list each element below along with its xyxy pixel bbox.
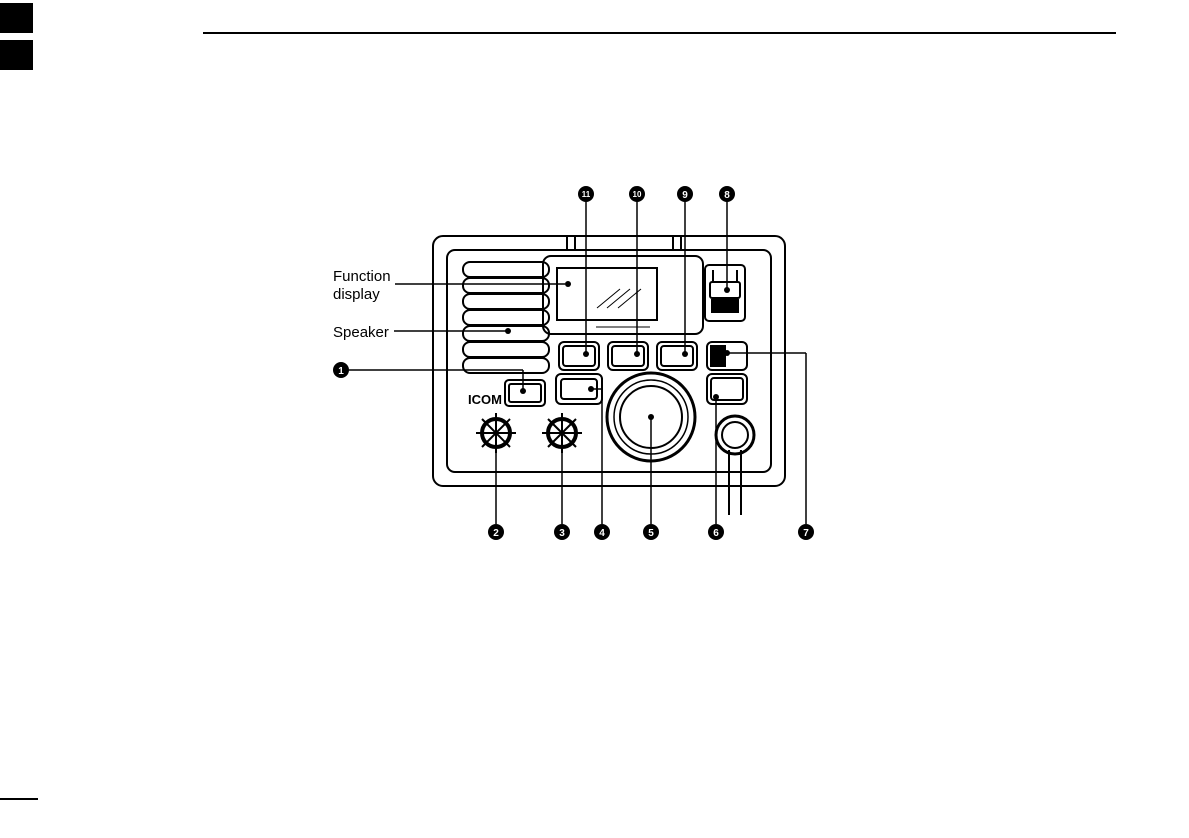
svg-text:6: 6: [713, 528, 719, 539]
svg-text:11: 11: [582, 190, 591, 199]
speaker-slot: [463, 294, 549, 309]
callout-badge-6: 6: [708, 524, 724, 540]
callout-badge-3: 3: [554, 524, 570, 540]
svg-text:2: 2: [493, 528, 499, 539]
svg-text:3: 3: [559, 528, 565, 539]
svg-text:9: 9: [682, 190, 688, 201]
speaker-slot: [463, 326, 549, 341]
speaker-slot: [463, 310, 549, 325]
callout-badge-5: 5: [643, 524, 659, 540]
speaker-slot: [463, 342, 549, 357]
speaker-slot: [463, 278, 549, 293]
speaker-slot: [463, 262, 549, 277]
callout-badge-10: 10: [629, 186, 645, 202]
callout-badge-8: 8: [719, 186, 735, 202]
callout-badge-9: 9: [677, 186, 693, 202]
function-display-screen: [557, 268, 657, 320]
svg-text:4: 4: [599, 528, 605, 539]
svg-text:1: 1: [338, 366, 344, 377]
callout-badge-2: 2: [488, 524, 504, 540]
callout-badge-11: 11: [578, 186, 594, 202]
leader-lines: [349, 200, 806, 524]
svg-text:5: 5: [648, 528, 654, 539]
svg-text:10: 10: [633, 190, 642, 199]
distress-cover: [712, 300, 738, 312]
top-label-plate: [567, 236, 681, 250]
callout-badge-7: 7: [798, 524, 814, 540]
svg-text:8: 8: [724, 190, 730, 201]
brand-logo: ICOM: [468, 392, 502, 407]
callout-badge-1: 1: [333, 362, 349, 378]
svg-text:7: 7: [803, 528, 809, 539]
callout-badge-4: 4: [594, 524, 610, 540]
